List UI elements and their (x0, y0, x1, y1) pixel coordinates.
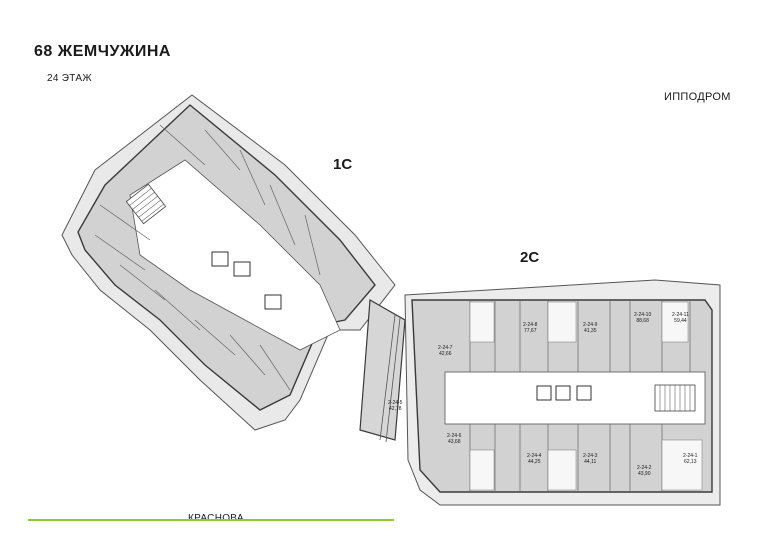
unit-code: 2-24-5 (388, 400, 403, 406)
section-label-1c: 1С (333, 156, 353, 173)
unit-label-2-24-4[interactable]: 2-24-4 44,25 (527, 453, 541, 465)
connector-block (359, 299, 406, 443)
unit-label-2-24-6[interactable]: 2-24-6 43,68 (447, 433, 461, 445)
street-label-bottom: КРАСНОВА (188, 513, 244, 524)
unit-label-2-24-2[interactable]: 2-24-2 43,90 (637, 465, 651, 477)
unit-area: 42,78 (388, 406, 402, 412)
section-2c (404, 279, 721, 506)
street-line (28, 519, 394, 521)
section-label-2c: 2С (520, 249, 540, 266)
page-title: 68 ЖЕМЧУЖИНА (34, 43, 171, 60)
unit-area: 88,68 (636, 318, 649, 324)
unit-area: 44,11 (584, 459, 597, 465)
unit-code: 2-24-9 (583, 322, 598, 328)
unit-code: 2-24-6 (447, 433, 462, 439)
unit-label-2-24-11[interactable]: 2-24-11 59,44 (672, 312, 689, 324)
unit-code: 2-24-2 (637, 465, 652, 471)
unit-area: 42,66 (438, 351, 452, 357)
unit-area: 43,90 (637, 471, 651, 477)
unit-label-2-24-1[interactable]: 2-24-1 62,13 (683, 453, 697, 465)
unit-label-2-24-3[interactable]: 2-24-3 44,11 (583, 453, 597, 465)
unit-area: 62,13 (683, 459, 697, 465)
unit-label-2-24-9[interactable]: 2-24-9 41,35 (583, 322, 597, 334)
unit-area: 41,35 (583, 328, 597, 334)
unit-label-2-24-10[interactable]: 2-24-10 88,68 (634, 312, 651, 324)
unit-area: 59,44 (674, 318, 687, 324)
floor-label: 24 ЭТАЖ (47, 73, 92, 84)
unit-code: 2-24-7 (438, 345, 453, 351)
street-label-top: ИППОДРОМ (664, 91, 731, 103)
unit-label-2-24-5[interactable]: 2-24-5 42,78 (388, 400, 402, 412)
unit-label-2-24-7[interactable]: 2-24-7 42,66 (438, 345, 452, 357)
unit-code: 2-24-8 (523, 322, 538, 328)
unit-code: 2-24-11 (672, 312, 689, 318)
unit-area: 44,25 (527, 459, 541, 465)
unit-area: 77,67 (523, 328, 537, 334)
unit-code: 2-24-3 (583, 453, 598, 459)
unit-label-2-24-8[interactable]: 2-24-8 77,67 (523, 322, 537, 334)
unit-code: 2-24-1 (683, 453, 698, 459)
unit-code: 2-24-4 (527, 453, 542, 459)
section-1c (61, 94, 396, 431)
unit-area: 43,68 (447, 439, 461, 445)
unit-code: 2-24-10 (634, 312, 652, 318)
